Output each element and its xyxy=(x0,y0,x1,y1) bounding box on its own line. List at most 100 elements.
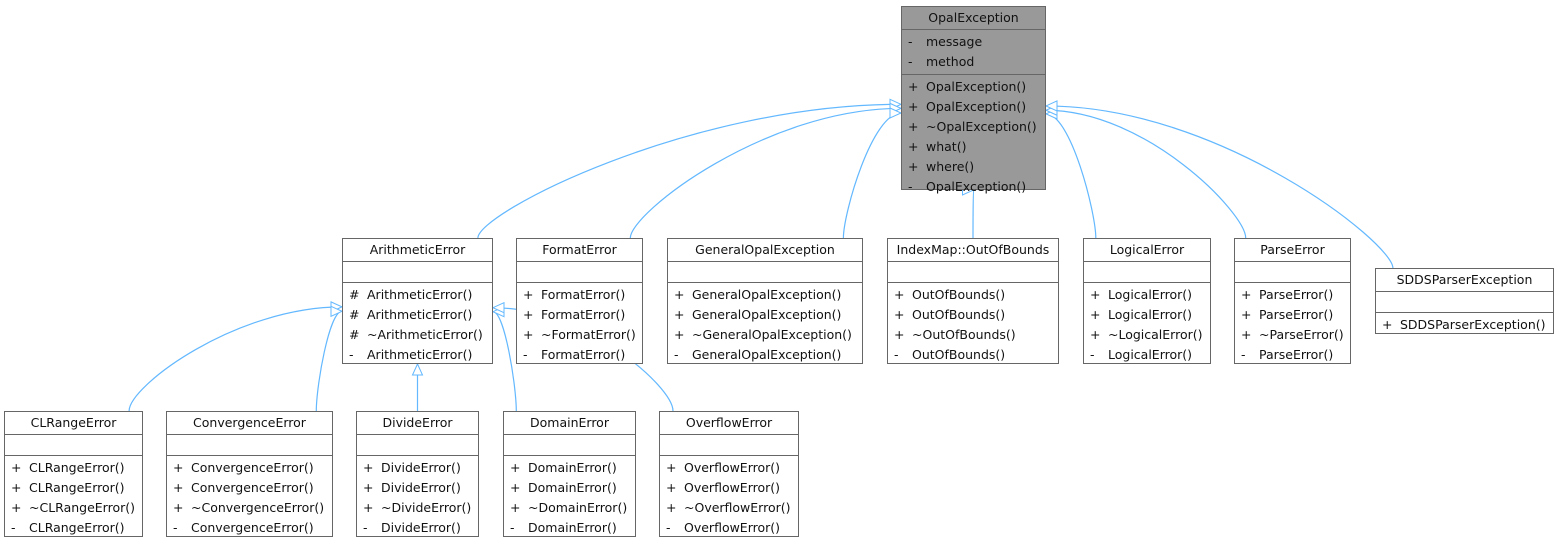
operation-row[interactable]: #ArithmeticError() xyxy=(343,285,492,305)
operation-row[interactable]: +OutOfBounds() xyxy=(888,285,1058,305)
class-title: OverflowError xyxy=(660,412,798,435)
operation-row[interactable]: -ArithmeticError() xyxy=(343,345,492,365)
operation-row[interactable]: +OpalException() xyxy=(902,97,1045,117)
visibility-marker: - xyxy=(523,347,528,362)
operation-row[interactable]: +~CLRangeError() xyxy=(5,498,142,518)
operation-row[interactable]: -ParseError() xyxy=(1235,345,1350,365)
operation-row[interactable]: -ConvergenceError() xyxy=(167,518,332,538)
operation-row[interactable]: -OpalException() xyxy=(902,177,1045,197)
class-format-error[interactable]: FormatError +FormatError()+FormatError()… xyxy=(516,238,643,364)
operation-row[interactable]: +LogicalError() xyxy=(1084,305,1210,325)
operation-row[interactable]: -DivideError() xyxy=(357,518,478,538)
operation-row[interactable]: -GeneralOpalException() xyxy=(668,345,862,365)
class-arithmetic-error[interactable]: ArithmeticError #ArithmeticError()#Arith… xyxy=(342,238,493,364)
operation-row[interactable]: +DivideError() xyxy=(357,458,478,478)
operations-compartment: #ArithmeticError()#ArithmeticError()#~Ar… xyxy=(343,283,492,367)
operation-name: OpalException() xyxy=(926,79,1027,94)
operation-name: ~GeneralOpalException() xyxy=(692,327,852,342)
visibility-marker: + xyxy=(510,480,521,495)
attributes-compartment: -message-method xyxy=(902,30,1045,75)
class-title: GeneralOpalException xyxy=(668,239,862,262)
operation-row[interactable]: -FormatError() xyxy=(517,345,642,365)
operation-name: GeneralOpalException() xyxy=(692,307,842,322)
operation-row[interactable]: +CLRangeError() xyxy=(5,458,142,478)
class-opal-exception[interactable]: OpalException -message-method +OpalExcep… xyxy=(901,6,1046,194)
operation-row[interactable]: +GeneralOpalException() xyxy=(668,305,862,325)
class-convergence-error[interactable]: ConvergenceError +ConvergenceError()+Con… xyxy=(166,411,333,537)
class-cl-range-error[interactable]: CLRangeError +CLRangeError()+CLRangeErro… xyxy=(4,411,143,537)
operation-row[interactable]: +ConvergenceError() xyxy=(167,458,332,478)
operation-name: ~FormatError() xyxy=(541,327,636,342)
operation-row[interactable]: +~OverflowError() xyxy=(660,498,798,518)
class-title: ArithmeticError xyxy=(343,239,492,262)
operation-row[interactable]: +DomainError() xyxy=(504,478,635,498)
class-parse-error[interactable]: ParseError +ParseError()+ParseError()+~P… xyxy=(1234,238,1351,364)
visibility-marker: + xyxy=(908,79,919,94)
operation-name: OverflowError() xyxy=(684,520,781,535)
class-logical-error[interactable]: LogicalError +LogicalError()+LogicalErro… xyxy=(1083,238,1211,364)
operation-row[interactable]: +what() xyxy=(902,137,1045,157)
operation-row[interactable]: +ParseError() xyxy=(1235,305,1350,325)
operation-row[interactable]: +FormatError() xyxy=(517,305,642,325)
operation-name: DivideError() xyxy=(381,480,461,495)
operation-row[interactable]: +OutOfBounds() xyxy=(888,305,1058,325)
operation-name: OverflowError() xyxy=(684,460,781,475)
operation-row[interactable]: +OverflowError() xyxy=(660,458,798,478)
operation-row[interactable]: +~OpalException() xyxy=(902,117,1045,137)
operation-row[interactable]: +SDDSParserException() xyxy=(1376,315,1553,335)
class-sdds-parser-exception[interactable]: SDDSParserException +SDDSParserException… xyxy=(1375,268,1554,334)
operation-row[interactable]: +DivideError() xyxy=(357,478,478,498)
operation-row[interactable]: +LogicalError() xyxy=(1084,285,1210,305)
operation-row[interactable]: +GeneralOpalException() xyxy=(668,285,862,305)
operation-row[interactable]: +where() xyxy=(902,157,1045,177)
operation-row[interactable]: + OpalException() xyxy=(902,77,1045,97)
visibility-marker: - xyxy=(666,520,671,535)
operation-row[interactable]: +~FormatError() xyxy=(517,325,642,345)
operation-row[interactable]: #ArithmeticError() xyxy=(343,305,492,325)
class-overflow-error[interactable]: OverflowError +OverflowError()+OverflowE… xyxy=(659,411,799,537)
operation-name: SDDSParserException() xyxy=(1400,317,1546,332)
operation-row[interactable]: +~LogicalError() xyxy=(1084,325,1210,345)
operation-row[interactable]: -OverflowError() xyxy=(660,518,798,538)
class-title: LogicalError xyxy=(1084,239,1210,262)
inheritance-edge-clrange-to-arith xyxy=(128,301,344,412)
attributes-compartment xyxy=(1376,292,1553,313)
operation-name: DomainError() xyxy=(528,520,617,535)
operation-row[interactable]: +ConvergenceError() xyxy=(167,478,332,498)
visibility-marker: + xyxy=(363,460,374,475)
operation-row[interactable]: #~ArithmeticError() xyxy=(343,325,492,345)
operation-row[interactable]: +~DomainError() xyxy=(504,498,635,518)
operation-row[interactable]: +~ConvergenceError() xyxy=(167,498,332,518)
inheritance-edge-arith-to-opal xyxy=(477,98,903,239)
class-indexmap-out-of-bounds[interactable]: IndexMap::OutOfBounds +OutOfBounds()+Out… xyxy=(887,238,1059,364)
attribute-row[interactable]: -method xyxy=(902,52,1045,72)
operation-row[interactable]: +CLRangeError() xyxy=(5,478,142,498)
operation-row[interactable]: +~ParseError() xyxy=(1235,325,1350,345)
class-divide-error[interactable]: DivideError +DivideError()+DivideError()… xyxy=(356,411,479,537)
operation-name: LogicalError() xyxy=(1108,347,1193,362)
operation-row[interactable]: +OverflowError() xyxy=(660,478,798,498)
visibility-marker: + xyxy=(173,460,184,475)
operation-name: ~DomainError() xyxy=(528,500,628,515)
operation-row[interactable]: -CLRangeError() xyxy=(5,518,142,538)
operation-row[interactable]: +~DivideError() xyxy=(357,498,478,518)
operation-row[interactable]: -OutOfBounds() xyxy=(888,345,1058,365)
operation-row[interactable]: -DomainError() xyxy=(504,518,635,538)
operation-name: ConvergenceError() xyxy=(191,520,314,535)
class-title: CLRangeError xyxy=(5,412,142,435)
class-general-opal-exception[interactable]: GeneralOpalException +GeneralOpalExcepti… xyxy=(667,238,863,364)
operation-row[interactable]: +~OutOfBounds() xyxy=(888,325,1058,345)
class-domain-error[interactable]: DomainError +DomainError()+DomainError()… xyxy=(503,411,636,537)
visibility-marker: + xyxy=(173,480,184,495)
operation-name: ArithmeticError() xyxy=(367,347,473,362)
operation-name: ParseError() xyxy=(1259,287,1334,302)
inheritance-edge-sdds-to-opal xyxy=(1044,100,1394,269)
attribute-row[interactable]: -message xyxy=(902,32,1045,52)
operation-name: FormatError() xyxy=(541,287,626,302)
operation-row[interactable]: +FormatError() xyxy=(517,285,642,305)
operation-row[interactable]: +ParseError() xyxy=(1235,285,1350,305)
operation-row[interactable]: -LogicalError() xyxy=(1084,345,1210,365)
operation-row[interactable]: +DomainError() xyxy=(504,458,635,478)
inheritance-edge-conv-to-arith xyxy=(315,305,344,412)
operation-row[interactable]: +~GeneralOpalException() xyxy=(668,325,862,345)
